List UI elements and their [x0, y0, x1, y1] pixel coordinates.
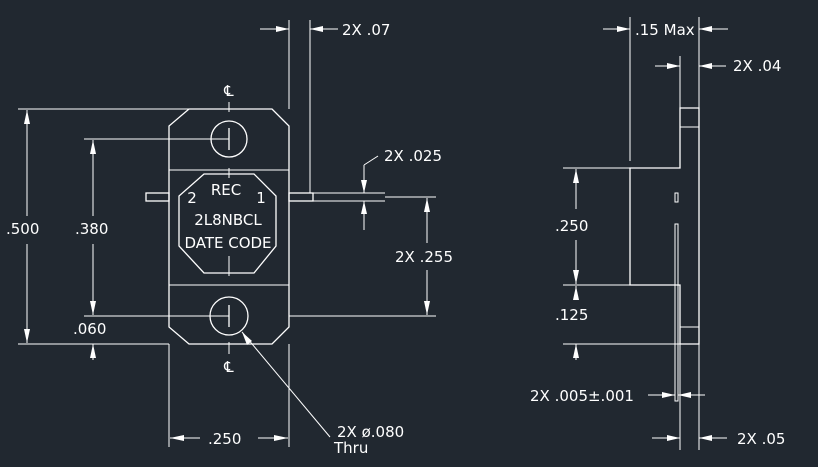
dim-side-height: .250: [555, 217, 588, 235]
dim-total-height: .500: [6, 220, 39, 238]
dim-lead-offset: 2X .255: [395, 248, 453, 266]
dim-hole-dia: 2X ø.080: [337, 423, 404, 441]
centerline-symbol-top: ℄: [223, 82, 234, 100]
lead-left: [145, 192, 170, 202]
front-dimensions: 2X .07 .500 .380 .060 2X .025: [6, 20, 453, 457]
cap-marking: REC: [211, 181, 241, 199]
dim-tab-thk: 2X .04: [733, 57, 781, 75]
side-view: [629, 107, 700, 402]
dim-flange-thk: .060: [73, 320, 106, 338]
side-lead-stub: [674, 192, 679, 203]
dim-bottom: 2X .05: [737, 430, 785, 448]
front-view: REC 2 1 2L8NBCL DATE CODE ℄ ℄: [145, 82, 314, 376]
dim-width: .250: [208, 430, 241, 448]
dim-lead-tol: 2X .005±.001: [530, 387, 634, 405]
date-code: DATE CODE: [184, 234, 271, 252]
cap-outline: [178, 173, 277, 274]
dim-top-tab: 2X .07: [342, 21, 390, 39]
pin-1-label: 1: [256, 189, 266, 207]
side-body: [629, 107, 700, 345]
dim-thru: Thru: [333, 439, 368, 457]
lead-right: [288, 192, 314, 202]
part-number: 2L8NBCL: [194, 211, 262, 229]
dim-hole-spacing: .380: [75, 220, 108, 238]
pin-2-label: 2: [187, 189, 197, 207]
side-lead: [674, 223, 679, 402]
dim-lead-thk: 2X .025: [384, 147, 442, 165]
dim-max: .15 Max: [635, 21, 695, 39]
centerline-symbol-bottom: ℄: [223, 358, 234, 376]
dim-side-step: .125: [555, 306, 588, 324]
side-dimensions: .15 Max 2X .04 .250 .125 2X .005±.001: [530, 17, 785, 450]
